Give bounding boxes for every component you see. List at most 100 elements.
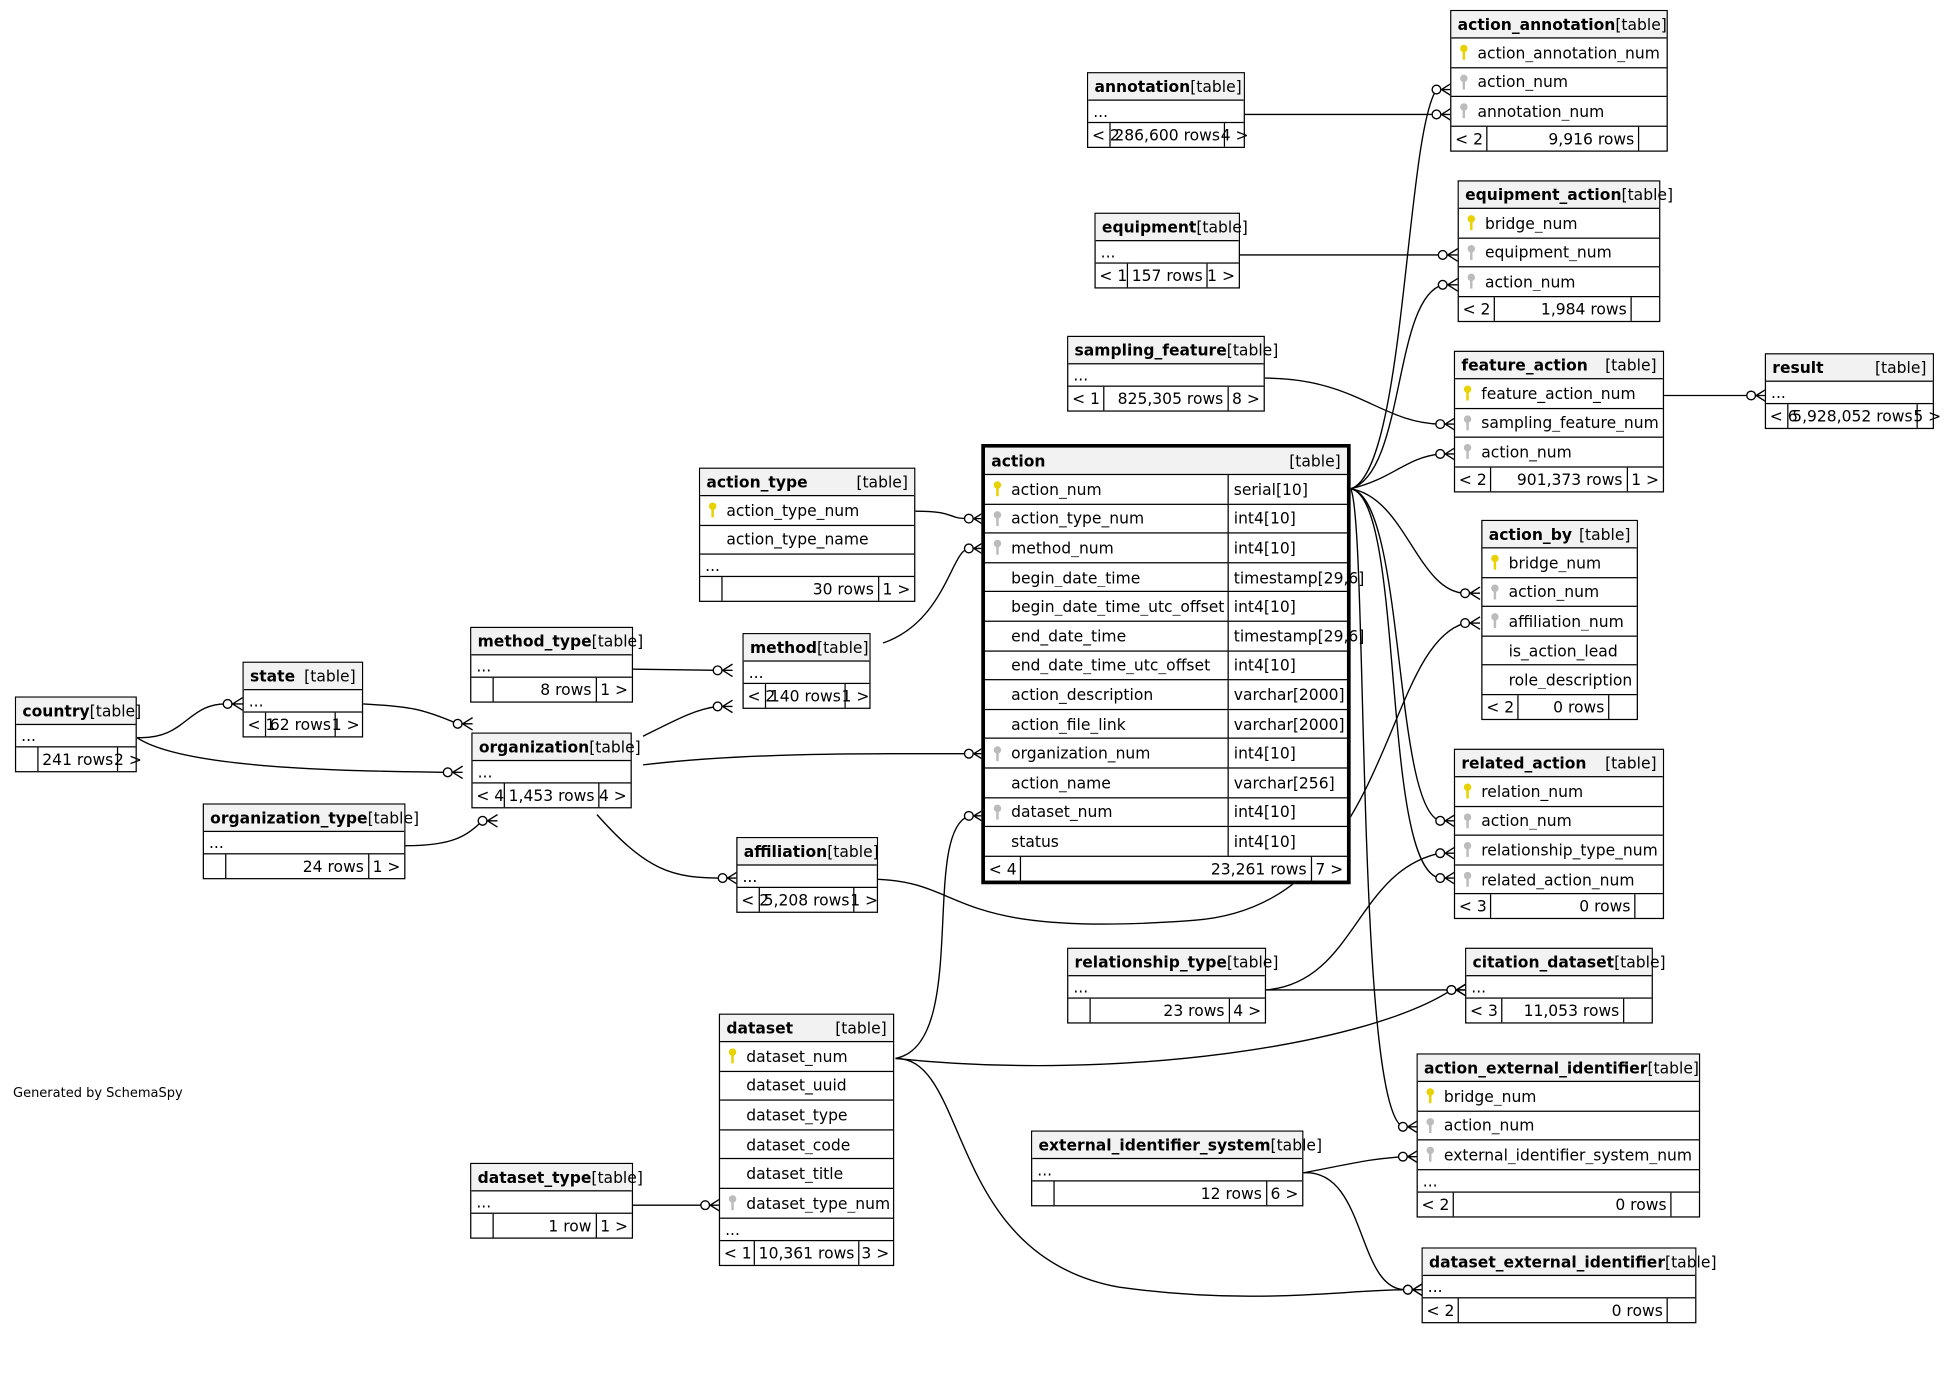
children-link[interactable]: 3 > bbox=[861, 1243, 890, 1262]
column-row[interactable]: bridge_num bbox=[1417, 1082, 1699, 1112]
parents-link[interactable]: < 4 bbox=[473, 783, 505, 808]
parents-link[interactable]: < 1 bbox=[244, 712, 275, 737]
parents-link[interactable]: < 2 bbox=[1455, 467, 1492, 491]
parents-link[interactable] bbox=[471, 1213, 494, 1238]
parents-link[interactable]: < 2 bbox=[738, 888, 769, 912]
children-link[interactable]: 1 > bbox=[841, 686, 870, 706]
parents-link[interactable]: < 2 bbox=[1088, 123, 1120, 147]
parents-link[interactable] bbox=[1032, 1181, 1055, 1206]
table-name[interactable]: sampling_feature bbox=[1074, 340, 1227, 360]
children-link[interactable] bbox=[1624, 999, 1651, 1023]
more-columns-ellipsis[interactable]: ... bbox=[243, 690, 362, 713]
table-external-identifier-system[interactable]: external_identifier_system[table]...12 r… bbox=[1031, 1130, 1322, 1207]
children-link[interactable] bbox=[1635, 895, 1662, 919]
table-name[interactable]: state bbox=[249, 666, 296, 686]
children-link[interactable]: 6 > bbox=[1270, 1184, 1299, 1203]
more-columns-ellipsis[interactable]: ... bbox=[1068, 364, 1264, 387]
parents-link[interactable] bbox=[16, 747, 39, 772]
table-name[interactable]: dataset bbox=[726, 1018, 794, 1038]
column-row[interactable]: role_description bbox=[1482, 666, 1637, 696]
column-row[interactable]: action_type_num bbox=[700, 496, 915, 526]
children-link[interactable] bbox=[1668, 1298, 1695, 1322]
parents-link[interactable]: < 2 bbox=[1482, 695, 1520, 719]
more-columns-ellipsis[interactable]: ... bbox=[1088, 101, 1244, 124]
table-name[interactable]: equipment_action bbox=[1465, 185, 1622, 204]
table-name[interactable]: action bbox=[991, 451, 1046, 471]
parents-link[interactable]: < 2 bbox=[1423, 1298, 1460, 1323]
more-columns-ellipsis[interactable]: ... bbox=[737, 866, 877, 889]
parents-link[interactable]: < 1 bbox=[1096, 263, 1128, 288]
parents-link[interactable]: < 1 bbox=[1068, 386, 1105, 411]
parents-link[interactable]: < 3 bbox=[1455, 894, 1492, 919]
parents-link[interactable]: < 2 bbox=[1459, 296, 1496, 321]
children-link[interactable]: 4 > bbox=[1220, 125, 1249, 145]
parents-link[interactable]: < 4 bbox=[985, 856, 1022, 881]
column-row[interactable]: is_action_lead bbox=[1482, 637, 1637, 666]
table-name[interactable]: annotation bbox=[1094, 77, 1191, 96]
parents-link[interactable]: < 3 bbox=[1466, 998, 1503, 1023]
children-link[interactable] bbox=[1639, 127, 1666, 151]
column-row[interactable]: dataset_title bbox=[720, 1160, 893, 1189]
children-link[interactable]: 1 > bbox=[882, 579, 911, 599]
column-row[interactable]: action_num bbox=[1451, 68, 1667, 98]
children-link[interactable]: 7 > bbox=[1315, 859, 1344, 878]
table-name[interactable]: result bbox=[1772, 358, 1824, 377]
table-name[interactable]: organization bbox=[478, 737, 590, 757]
children-link[interactable]: 2 > bbox=[114, 749, 142, 769]
table-name[interactable]: method bbox=[749, 638, 818, 657]
more-columns-ellipsis[interactable]: ... bbox=[720, 1218, 893, 1241]
children-link[interactable]: 5 > bbox=[1913, 406, 1942, 426]
table-name[interactable]: method_type bbox=[477, 631, 592, 651]
more-columns-ellipsis[interactable]: ... bbox=[16, 725, 136, 748]
children-link[interactable]: 1 > bbox=[331, 715, 360, 734]
column-row[interactable]: action_num bbox=[1417, 1111, 1699, 1141]
children-link[interactable]: 1 > bbox=[850, 890, 879, 910]
more-columns-ellipsis[interactable]: ... bbox=[1095, 241, 1239, 264]
column-row[interactable]: bridge_num bbox=[1458, 209, 1660, 239]
children-link[interactable]: 1 > bbox=[1207, 266, 1235, 285]
children-link[interactable]: 1 > bbox=[600, 680, 629, 699]
more-columns-ellipsis[interactable]: ... bbox=[700, 555, 915, 578]
parents-link[interactable] bbox=[700, 577, 723, 601]
column-row[interactable]: affiliation_num bbox=[1482, 607, 1637, 637]
table-name[interactable]: citation_dataset bbox=[1472, 952, 1615, 972]
table-name[interactable]: external_identifier_system bbox=[1038, 1135, 1271, 1155]
parents-link[interactable] bbox=[204, 854, 227, 879]
column-row[interactable]: action_num bbox=[1455, 807, 1663, 836]
column-row[interactable]: feature_action_num bbox=[1455, 379, 1663, 409]
column-row[interactable]: action_num bbox=[1482, 578, 1637, 608]
column-row[interactable]: sampling_feature_num bbox=[1455, 409, 1663, 439]
parents-link[interactable]: < 1 bbox=[720, 1240, 755, 1265]
column-row[interactable]: annotation_num bbox=[1451, 97, 1667, 127]
more-columns-ellipsis[interactable]: ... bbox=[471, 1191, 632, 1214]
parents-link[interactable]: < 2 bbox=[1451, 126, 1488, 151]
children-link[interactable]: 4 > bbox=[598, 786, 627, 805]
more-columns-ellipsis[interactable]: ... bbox=[472, 761, 631, 784]
table-name[interactable]: action_external_identifier bbox=[1424, 1058, 1648, 1078]
column-row[interactable]: dataset_num bbox=[720, 1042, 893, 1072]
column-row[interactable]: bridge_num bbox=[1482, 548, 1637, 578]
column-row[interactable]: dataset_code bbox=[720, 1130, 893, 1160]
table-action-annotation[interactable]: action_annotation[table]action_annotatio… bbox=[1450, 9, 1668, 152]
table-name[interactable]: relationship_type bbox=[1074, 952, 1227, 972]
children-link[interactable] bbox=[1672, 1192, 1699, 1216]
table-name[interactable]: dataset_external_identifier bbox=[1429, 1252, 1666, 1272]
